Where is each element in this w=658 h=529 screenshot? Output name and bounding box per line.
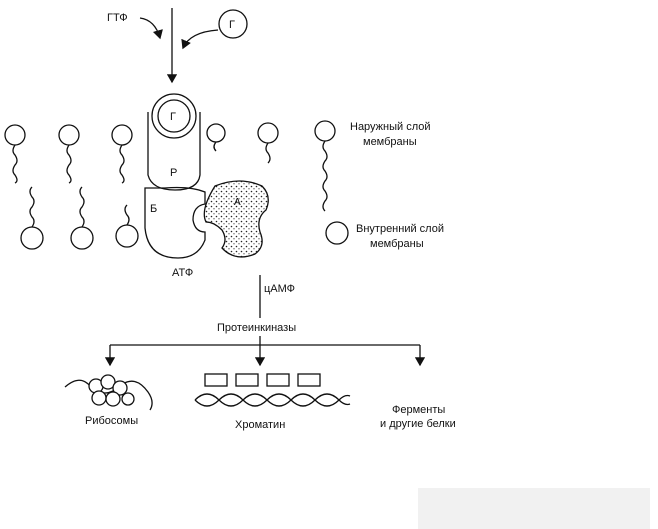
ribosome-unit	[121, 392, 135, 406]
outer-layer-label-2: мембраны	[363, 136, 417, 148]
ribosome-unit	[100, 374, 116, 390]
ribosome-unit	[91, 390, 107, 406]
inner-lipids	[20, 186, 349, 250]
ribosomes-label: Рибосомы	[85, 415, 138, 427]
histone-box	[297, 373, 321, 387]
gtp-arrow	[139, 17, 163, 40]
g-protein-bound-inner	[157, 99, 191, 133]
lipid-tail	[79, 186, 85, 228]
lipid-tail	[12, 144, 18, 184]
dna-strand-2	[194, 393, 351, 407]
ribosomes-illustration	[64, 374, 153, 411]
lipid-head	[70, 226, 94, 250]
receptor-complex: Г Р Б А	[144, 93, 269, 259]
subunit-b	[144, 186, 206, 259]
lipid-tail	[29, 186, 35, 228]
receptor-r	[147, 112, 201, 191]
inner-layer-label-2: мембраны	[370, 238, 424, 250]
footer-placeholder-box	[418, 488, 650, 529]
camp-label: цАМФ	[264, 283, 295, 295]
enzymes-label-1: Ферменты	[392, 404, 445, 416]
g-bound-label: Г	[170, 111, 176, 123]
dna-strand-1	[194, 393, 351, 407]
lipid-tail	[213, 141, 217, 152]
lipid-head	[115, 224, 139, 248]
lipid-head	[4, 124, 26, 146]
lipid-tail	[265, 142, 271, 164]
lipid-head	[314, 120, 336, 142]
lipid-head	[206, 123, 226, 143]
histone-box	[204, 373, 228, 387]
enzymes-label-2: и другие белки	[380, 418, 456, 430]
histone-box	[266, 373, 290, 387]
lipid-head	[325, 221, 349, 245]
r-label: Р	[170, 167, 177, 179]
gtp-label: ГТФ	[107, 12, 128, 24]
a-label: А	[234, 197, 241, 208]
histone-box	[235, 373, 259, 387]
lipid-tail	[66, 144, 72, 184]
lipid-head	[111, 124, 133, 146]
outer-lipids	[4, 120, 336, 212]
subunit-a	[203, 180, 269, 258]
chromatin-label: Хроматин	[235, 419, 285, 431]
lipid-tail	[124, 204, 130, 226]
chromatin-illustration	[194, 373, 351, 407]
lipid-head	[20, 226, 44, 250]
atp-label: АТФ	[172, 267, 193, 279]
b-label: Б	[150, 203, 157, 215]
g-arrow	[181, 29, 219, 50]
protein-kinases-label: Протеинкиназы	[217, 322, 296, 334]
ribosome-unit	[112, 380, 128, 396]
lipid-tail	[119, 144, 125, 184]
lipid-tail	[322, 140, 328, 212]
lipid-head	[257, 122, 279, 144]
g-free-label: Г	[229, 19, 235, 31]
outer-layer-label-1: Наружный слой	[350, 121, 431, 133]
ribosome-unit	[105, 391, 121, 407]
g-protein-free-circle	[218, 9, 248, 39]
lipid-head	[58, 124, 80, 146]
inner-layer-label-1: Внутренний слой	[356, 223, 444, 235]
